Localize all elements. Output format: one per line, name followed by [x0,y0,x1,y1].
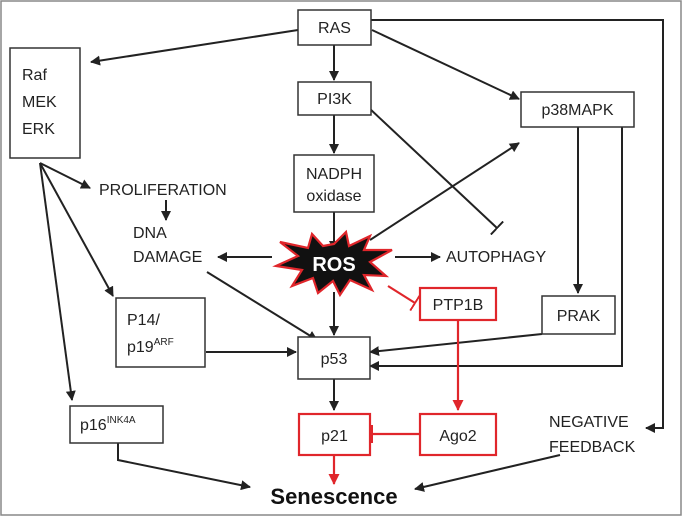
edge-ras-raf [90,29,299,66]
edge-erk-proliferation [39,162,91,189]
prak-label: PRAK [557,308,601,325]
ras-label: RAS [318,20,351,37]
edge-p16-senescence [117,443,251,491]
p16-base-text: p16 [80,417,107,434]
ros-starburst [272,229,393,298]
nadph-oxidase-box [293,154,375,213]
edge-pi3k-autophagy-inhibit [368,107,504,236]
p16-label: p16INK4A [80,415,136,434]
edge-ras-p38mapk [371,29,520,100]
edge-negative-feedback-senescence [414,454,561,492]
ago2-label: Ago2 [439,428,476,445]
nadph-label: NADPH [306,166,362,183]
dna-label: DNA [133,225,167,242]
ras-box [297,9,372,46]
senescence-label: Senescence [270,484,397,509]
p14-p19-box [115,297,206,368]
ptp1b-box [418,286,498,322]
p53-label: p53 [321,351,348,368]
edge-p38mapk-p53 [369,127,623,371]
negative-label: NEGATIVE [549,414,629,431]
edge-ras-negative-feedback [371,19,664,433]
p38mapk-box [520,91,635,128]
oxidase-label: oxidase [306,188,361,205]
p38mapk-label: p38MAPK [541,102,613,119]
mek-label: MEK [22,94,57,111]
p19-base-text: p19 [127,339,154,356]
autophagy-label: AUTOPHAGY [446,249,547,266]
edge-ros-ptp1b-inhibit [387,285,421,312]
raf-mek-erk-box [9,47,81,159]
p21-box [297,412,372,457]
p19-superscript: ARF [154,337,174,348]
p53-box [297,336,371,380]
p16-box [69,405,164,444]
edge-erk-p16 [39,162,76,401]
erk-label: ERK [22,121,55,138]
ptp1b-label: PTP1B [433,297,484,314]
edge-prak-p53 [369,333,543,357]
edge-erk-p14 [39,162,114,297]
pi3k-label: PI3K [317,91,352,108]
damage-label: DAMAGE [133,249,202,266]
ros-label: ROS [312,254,355,276]
raf-label: Raf [22,67,47,84]
ago2-box [418,412,498,457]
p19-label: p19ARF [127,337,174,356]
pi3k-box [297,81,372,116]
edge-ros-p38mapk [369,142,520,241]
prak-box [541,295,616,335]
proliferation-label: PROLIFERATION [99,182,227,199]
p21-label: p21 [321,428,348,445]
feedback-label: FEEDBACK [549,439,636,456]
p16-superscript: INK4A [107,415,136,426]
edge-dna-damage-p53 [206,271,318,341]
p14-label: P14/ [127,312,160,329]
